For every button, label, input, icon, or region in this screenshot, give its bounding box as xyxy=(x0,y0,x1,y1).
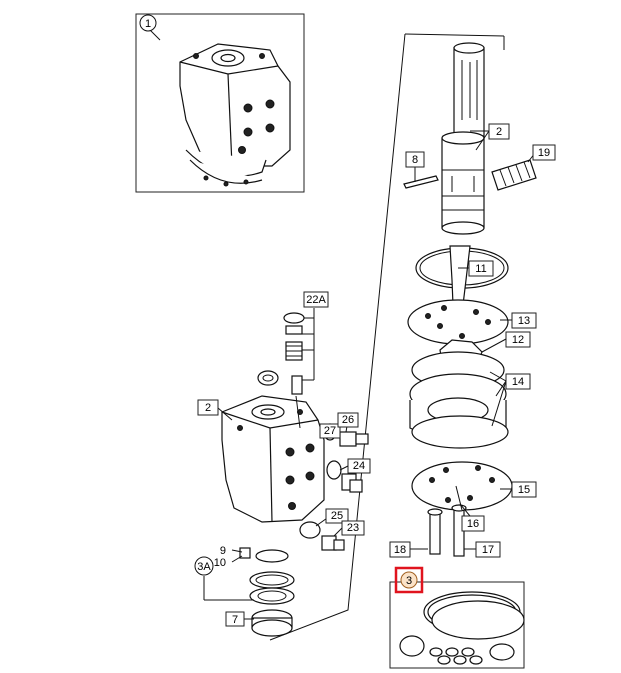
callout-11: 11 xyxy=(468,260,494,277)
callout-1: 1 xyxy=(139,14,157,32)
callout-15: 15 xyxy=(511,481,537,498)
pin-part xyxy=(403,175,439,189)
callout-label: 3 xyxy=(406,575,412,587)
relief-valve-parts xyxy=(257,312,305,429)
callout-23: 23 xyxy=(341,520,365,536)
callout-19: 19 xyxy=(532,144,556,161)
callout-22a: 22A xyxy=(303,291,329,308)
callout-label: 2 xyxy=(496,126,502,138)
callout-3a: 3A xyxy=(194,556,214,576)
valve-housing xyxy=(221,395,325,523)
callout-17: 17 xyxy=(475,541,501,558)
callout-9: 9 xyxy=(220,545,226,557)
callout-label: 7 xyxy=(232,614,238,626)
assembled-steering-unit xyxy=(179,43,291,187)
callout-27: 27 xyxy=(319,423,341,439)
callout-10: 10 xyxy=(214,557,226,569)
callout-12: 12 xyxy=(505,331,531,348)
callout-label: 25 xyxy=(331,510,343,522)
callout-7: 7 xyxy=(225,611,245,627)
centering-springs xyxy=(491,159,537,191)
callout-16: 16 xyxy=(461,515,485,532)
cap-screws xyxy=(427,485,467,557)
distributor-plate xyxy=(407,299,509,345)
callout-26: 26 xyxy=(337,412,359,428)
callout-label: 3A xyxy=(197,561,211,573)
callout-3-highlighted: 3 xyxy=(394,566,424,594)
callout-label: 14 xyxy=(512,376,524,388)
gear-ring-set xyxy=(409,351,509,449)
callout-label: 17 xyxy=(482,544,494,556)
callout-25: 25 xyxy=(325,508,349,524)
callout-8: 8 xyxy=(405,151,425,168)
callout-label: 8 xyxy=(412,154,418,166)
callout-label: 1 xyxy=(145,18,151,30)
callout-label: 23 xyxy=(347,522,359,534)
callout-label: 22A xyxy=(306,294,326,306)
callout-label: 13 xyxy=(518,315,530,327)
callout-label: 16 xyxy=(467,518,479,530)
callout-label: 19 xyxy=(538,147,550,159)
spool-sleeve-assembly xyxy=(441,42,485,235)
callout-14: 14 xyxy=(505,373,531,390)
callout-label: 26 xyxy=(342,414,354,426)
callout-label: 2 xyxy=(205,402,211,414)
callout-label: 10 xyxy=(214,557,226,569)
callout-label: 15 xyxy=(518,484,530,496)
end-cover xyxy=(411,461,513,511)
bearing-stack xyxy=(239,547,295,637)
callout-13: 13 xyxy=(511,312,537,329)
callout-18: 18 xyxy=(389,541,411,558)
callout-label: 27 xyxy=(324,425,336,437)
callout-label: 12 xyxy=(512,334,524,346)
seal-kit-parts xyxy=(399,591,525,665)
callout-label: 11 xyxy=(475,263,486,275)
callout-2-left: 2 xyxy=(197,399,219,416)
callout-label: 9 xyxy=(220,545,226,557)
callout-label: 18 xyxy=(394,544,406,556)
column-outline xyxy=(269,33,505,641)
callout-24: 24 xyxy=(347,458,371,474)
callout-2-top: 2 xyxy=(488,123,510,140)
callout-label: 24 xyxy=(353,460,365,472)
